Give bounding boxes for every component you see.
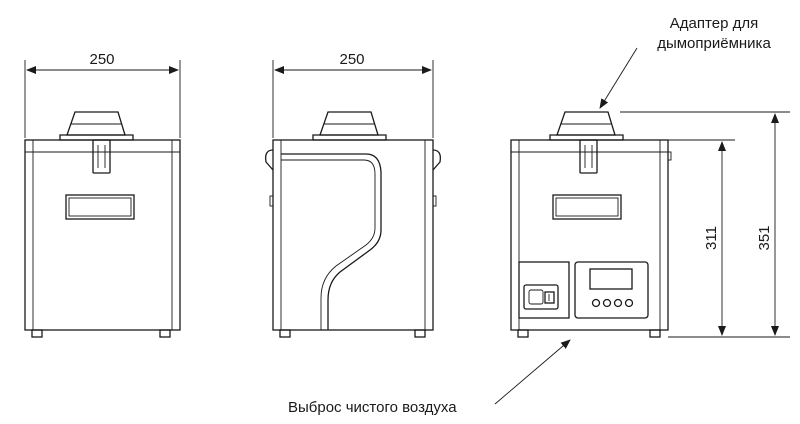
adapter-callout-line2: дымоприёмника	[657, 35, 771, 52]
body-height-label: 311	[703, 226, 720, 250]
front-width-label: 250	[89, 51, 114, 68]
side-width-label: 250	[339, 51, 364, 68]
exhaust-callout: Выброс чистого воздуха	[288, 399, 457, 416]
side-view: 250	[265, 51, 441, 338]
back-view: 311 351	[510, 111, 790, 338]
total-height-label: 351	[756, 225, 773, 250]
front-view: 250	[24, 51, 181, 338]
callouts: Адаптер для дымоприёмника Выброс чистого…	[288, 15, 771, 416]
adapter-callout-line1: Адаптер для	[670, 15, 758, 32]
